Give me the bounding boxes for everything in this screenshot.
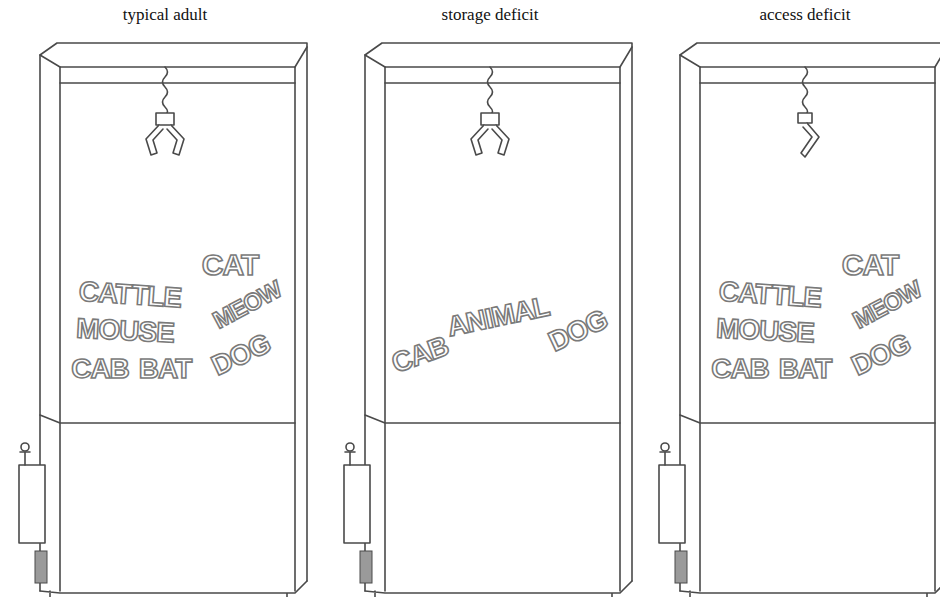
machine-front (385, 67, 620, 591)
claw-cord (488, 67, 493, 115)
coin-box (19, 465, 45, 543)
memory-word: DOG (208, 329, 275, 380)
memory-word: CAB (388, 332, 452, 378)
claw-prong (167, 125, 184, 155)
machine-base (365, 581, 632, 597)
claw-prong (471, 125, 488, 155)
claw-prong (146, 125, 163, 155)
claw-prong (801, 123, 819, 157)
coin-box (659, 465, 685, 543)
coin-box (344, 465, 370, 543)
machine-top-panel (700, 82, 935, 84)
memory-word: BAT (779, 355, 831, 383)
coin-lever-knob (661, 443, 669, 451)
memory-word: CAT (842, 250, 898, 280)
claw-cord (803, 67, 808, 115)
machine-front (60, 67, 295, 591)
machine-divider (40, 415, 295, 423)
memory-word: MOUSE (715, 314, 814, 347)
coin-lever-knob (346, 443, 354, 451)
memory-word: MEOW (209, 277, 285, 333)
coin-lever (20, 452, 30, 465)
machine-heading: storage deficit (442, 5, 539, 25)
memory-word: CAT (202, 250, 258, 280)
memory-word: DOG (545, 305, 612, 356)
coin-lever (345, 452, 355, 465)
memory-word: MOUSE (75, 314, 174, 347)
claw-machine-drawing (330, 3, 640, 597)
machine-top-panel (60, 82, 295, 84)
machine-top-edge (40, 47, 307, 67)
claw-machine: typical adultCAT CATTLE MEOW MOUSE CAB BAT DOG (5, 3, 315, 597)
machine-top-edge (365, 47, 632, 67)
machine-heading: typical adult (123, 5, 208, 25)
vent-grille (675, 551, 687, 583)
claw-hub (798, 113, 812, 123)
memory-word: MEOW (849, 277, 925, 333)
machine-body (365, 43, 632, 591)
machine-body (680, 43, 940, 591)
coin-lever (660, 452, 670, 465)
machine-divider (680, 415, 935, 423)
memory-word: BAT (139, 355, 191, 383)
machine-heading: access deficit (759, 5, 850, 25)
memory-word: CAB (711, 355, 769, 383)
machine-body (40, 43, 307, 591)
machine-top-edge (680, 47, 940, 67)
machine-front (700, 67, 935, 591)
vent-grille (360, 551, 372, 583)
claw-prong (492, 125, 509, 155)
machine-top-panel (385, 82, 620, 84)
memory-word: CATTLE (78, 277, 182, 312)
machine-divider (365, 415, 620, 423)
machine-base (680, 581, 940, 597)
coin-lever-knob (21, 443, 29, 451)
machine-base (40, 581, 307, 597)
claw-hub (481, 113, 499, 125)
claw-hub (156, 113, 174, 125)
vent-grille (35, 551, 47, 583)
memory-word: CATTLE (718, 277, 822, 312)
claw-machine: storage deficitCABANIMALDOG (330, 3, 640, 597)
claw-cord (163, 67, 168, 115)
memory-word: ANIMAL (445, 293, 551, 342)
memory-word: DOG (848, 329, 915, 380)
claw-machine: access deficitCAT CATTLE MEOW MOUSE CAB BAT DO… (645, 3, 940, 597)
memory-word: CAB (71, 355, 129, 383)
